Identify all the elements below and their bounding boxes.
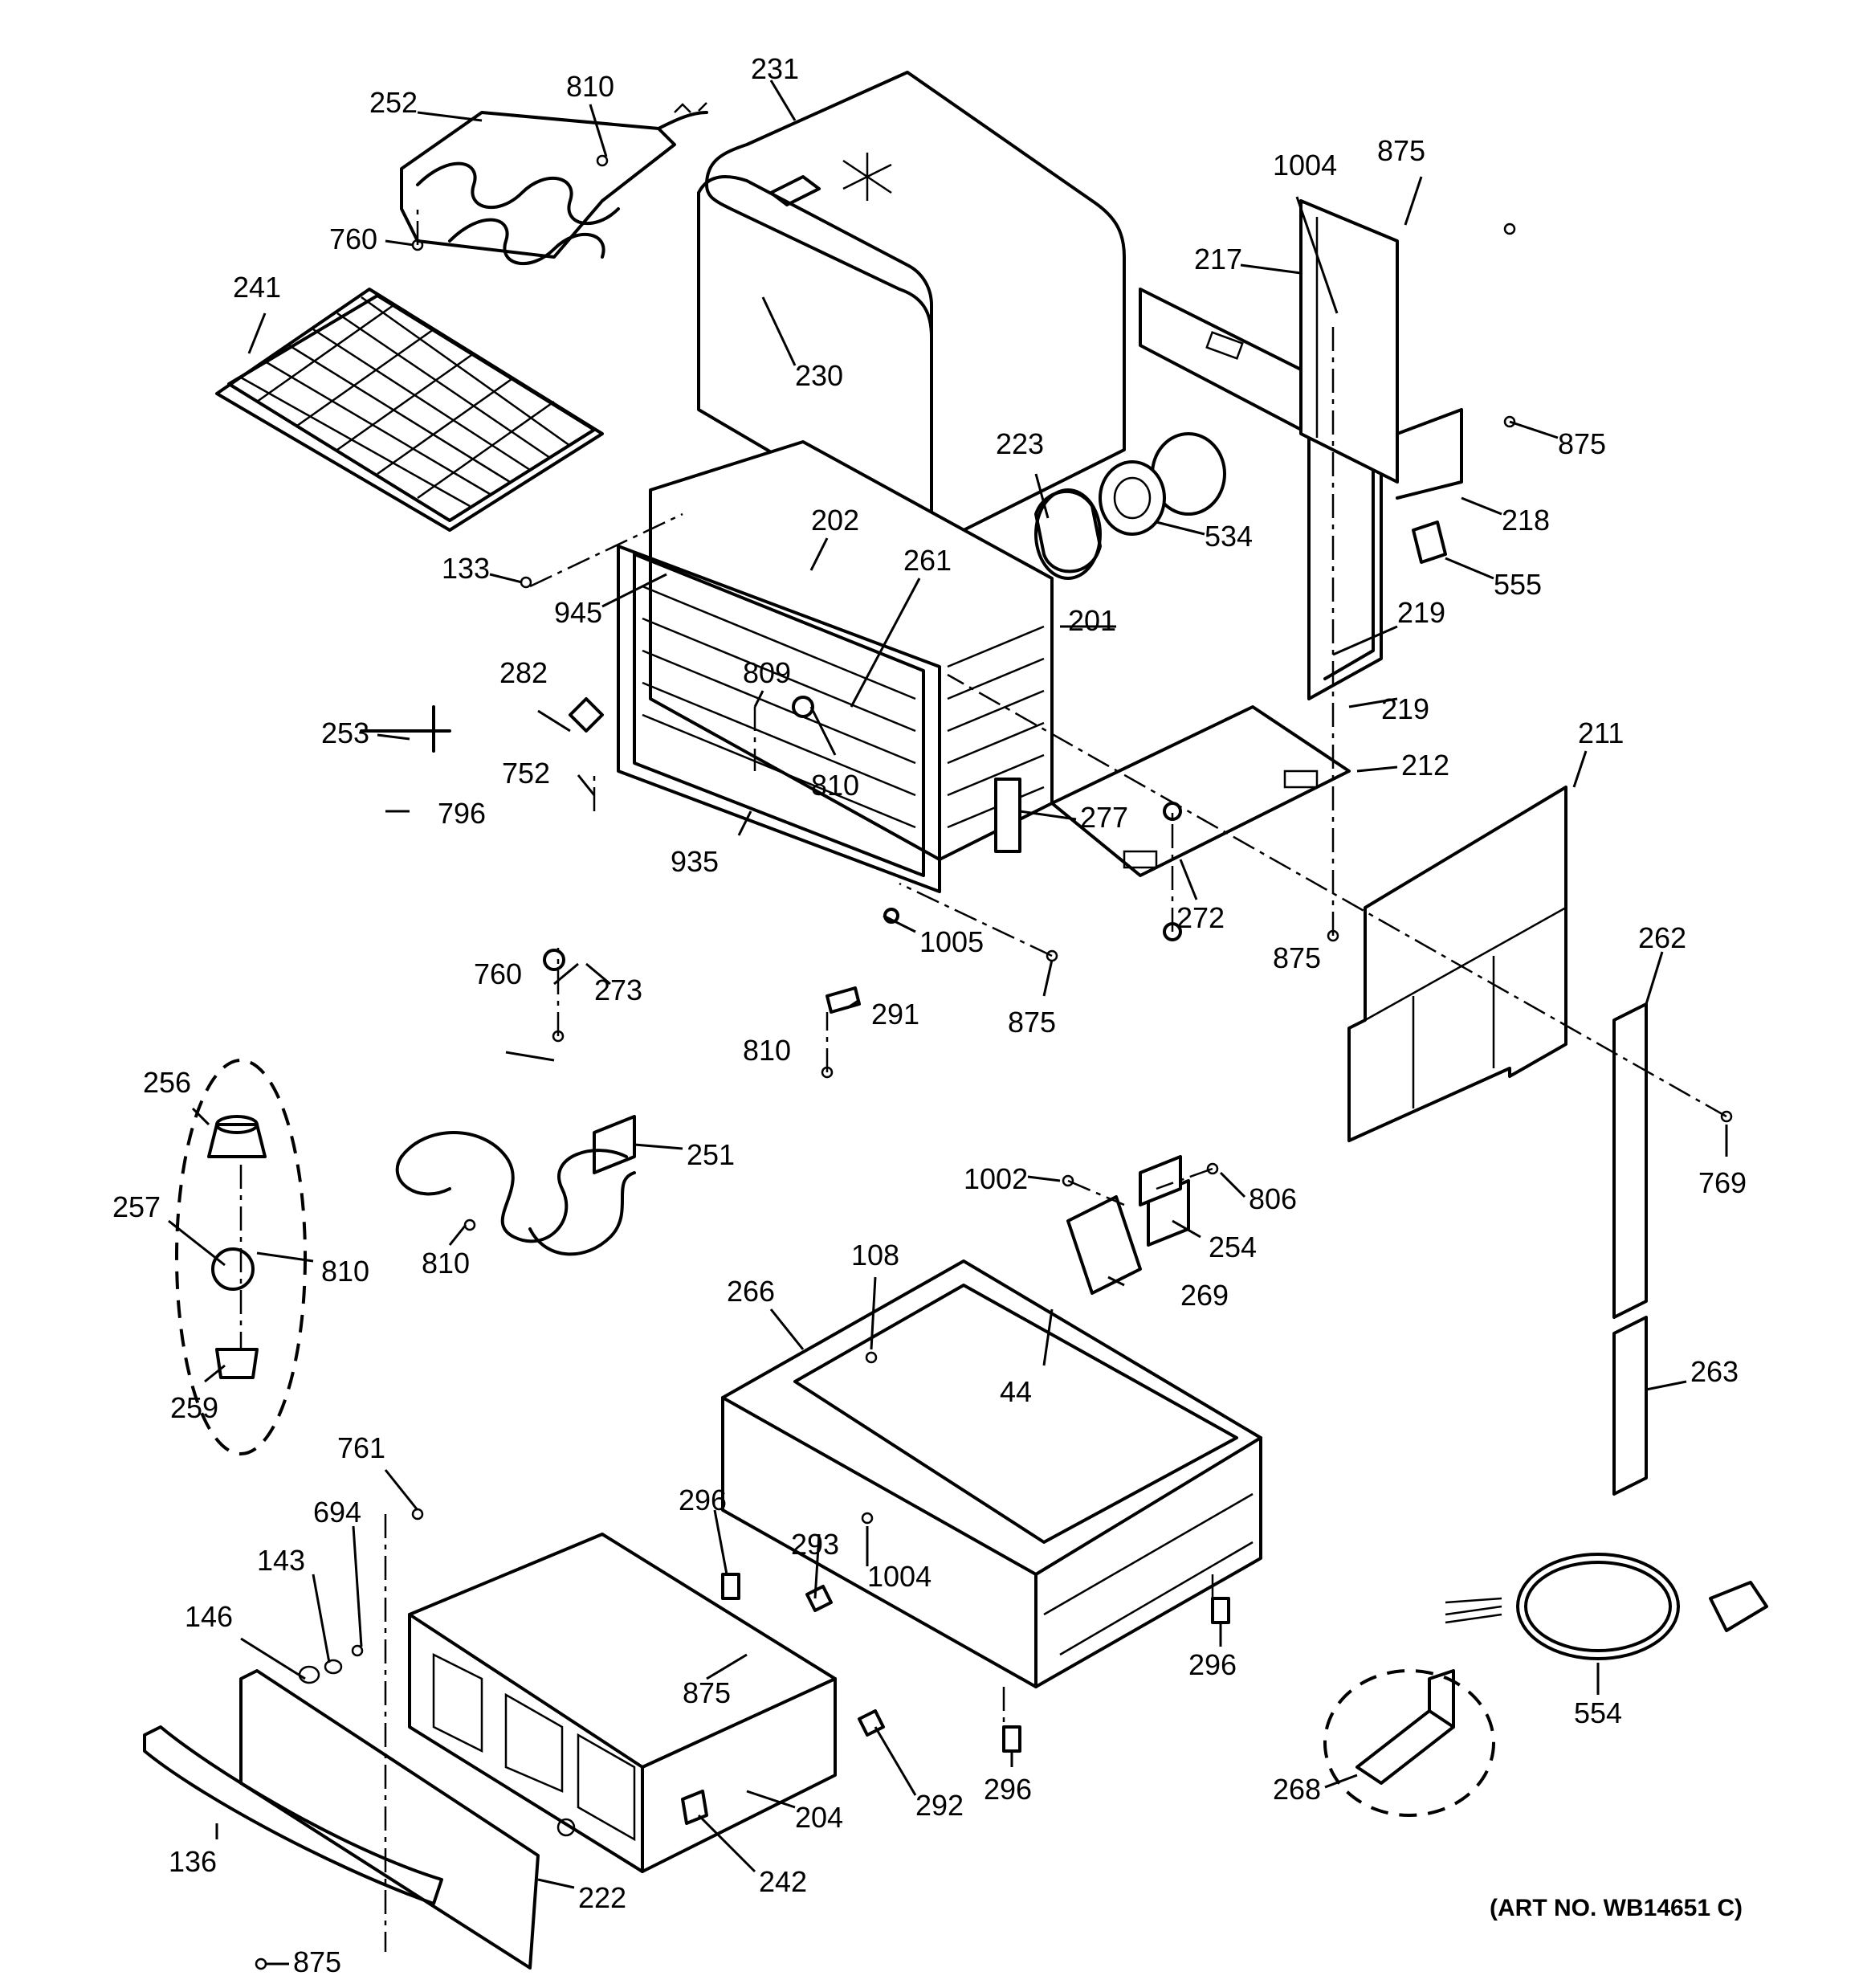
callout-202: 202 — [811, 504, 859, 537]
terminal-bracket — [1066, 1155, 1190, 1295]
outer-wrapper — [697, 71, 1126, 548]
callout-266: 266 — [727, 1275, 775, 1308]
oven-light-assembly — [175, 1059, 307, 1455]
oven-rack — [215, 288, 604, 532]
callout-231: 231 — [751, 52, 799, 85]
side-trim — [1299, 199, 1463, 500]
convection-fan — [1034, 460, 1166, 580]
base-frame — [721, 1259, 1262, 1688]
callout-256: 256 — [143, 1066, 191, 1099]
callout-875: 875 — [1273, 941, 1321, 974]
callout-212: 212 — [1401, 749, 1449, 782]
callout-760: 760 — [474, 957, 522, 990]
callout-223: 223 — [996, 427, 1044, 460]
callout-809: 809 — [743, 656, 791, 689]
callout-1004: 1004 — [867, 1560, 932, 1593]
callout-252: 252 — [369, 86, 418, 119]
bake-element — [395, 1115, 636, 1256]
callout-268: 268 — [1273, 1773, 1321, 1806]
warming-drawer — [408, 1533, 837, 1873]
callout-263: 263 — [1690, 1355, 1739, 1388]
callout-259: 259 — [170, 1391, 218, 1424]
callout-272: 272 — [1176, 901, 1225, 934]
callout-296: 296 — [984, 1773, 1032, 1806]
callout-241: 241 — [233, 271, 281, 304]
callout-694: 694 — [313, 1496, 361, 1529]
callout-230: 230 — [795, 359, 843, 392]
callout-1005: 1005 — [919, 925, 984, 958]
callout-752: 752 — [502, 757, 550, 790]
callout-875: 875 — [683, 1676, 731, 1709]
power-cord — [1445, 1553, 1768, 1660]
callout-262: 262 — [1638, 921, 1686, 954]
callout-143: 143 — [257, 1544, 305, 1577]
callout-945: 945 — [554, 596, 602, 629]
callout-146: 146 — [185, 1600, 233, 1633]
callout-labels: 252 810 231 760 241 230 1004 875 217 875… — [112, 52, 1747, 1978]
callout-296: 296 — [1188, 1648, 1237, 1681]
vertical-trims — [1612, 1002, 1648, 1496]
callout-204: 204 — [795, 1801, 843, 1834]
callout-253: 253 — [321, 716, 369, 749]
callout-218: 218 — [1502, 504, 1550, 537]
callout-810: 810 — [566, 70, 614, 103]
callout-875: 875 — [1558, 427, 1606, 460]
callout-291: 291 — [871, 998, 919, 1031]
broil-element — [400, 102, 708, 265]
callout-1002: 1002 — [964, 1162, 1028, 1195]
callout-810: 810 — [811, 769, 859, 802]
callout-211: 211 — [1578, 716, 1624, 749]
callout-810: 810 — [321, 1255, 369, 1288]
callout-875: 875 — [293, 1945, 341, 1978]
callout-810: 810 — [422, 1247, 470, 1280]
callout-108: 108 — [851, 1239, 899, 1272]
callout-875: 875 — [1008, 1006, 1056, 1039]
callout-555: 555 — [1494, 568, 1542, 601]
callout-242: 242 — [759, 1865, 807, 1898]
leader-lines — [168, 80, 1728, 1966]
callout-875: 875 — [1377, 134, 1425, 167]
callout-292: 292 — [915, 1789, 964, 1822]
callout-1004: 1004 — [1273, 149, 1337, 182]
anti-tip-bracket-detail — [1323, 1669, 1495, 1817]
callout-277: 277 — [1080, 801, 1128, 834]
callout-251: 251 — [687, 1138, 735, 1171]
callout-217: 217 — [1194, 243, 1242, 276]
callout-222: 222 — [578, 1881, 626, 1914]
assembly-lines — [239, 209, 1727, 1952]
callout-254: 254 — [1209, 1231, 1257, 1263]
callout-261: 261 — [903, 544, 952, 577]
callout-269: 269 — [1180, 1279, 1229, 1312]
callout-293: 293 — [791, 1528, 839, 1561]
callout-296: 296 — [679, 1484, 727, 1517]
callout-44: 44 — [1000, 1375, 1032, 1408]
callout-133: 133 — [442, 552, 490, 585]
callout-761: 761 — [337, 1431, 385, 1464]
callout-219: 219 — [1397, 596, 1445, 629]
callout-282: 282 — [499, 656, 548, 689]
callout-136: 136 — [169, 1845, 217, 1878]
art-number: (ART NO. WB14651 C) — [1490, 1895, 1743, 1921]
relay — [1412, 520, 1447, 564]
callout-201: 201 — [1068, 604, 1116, 637]
callout-219: 219 — [1381, 692, 1429, 725]
callout-810: 810 — [743, 1034, 791, 1067]
callout-257: 257 — [112, 1190, 161, 1223]
callout-935: 935 — [671, 845, 719, 878]
oven-cavity — [617, 440, 1054, 893]
drawer-front — [143, 1669, 576, 1970]
callout-534: 534 — [1205, 520, 1253, 553]
callout-806: 806 — [1249, 1182, 1297, 1215]
callout-273: 273 — [594, 974, 642, 1006]
callout-554: 554 — [1574, 1696, 1622, 1729]
oven-bottom — [1050, 705, 1351, 877]
callout-796: 796 — [438, 797, 486, 830]
callout-760: 760 — [329, 222, 377, 255]
callout-769: 769 — [1698, 1166, 1747, 1199]
